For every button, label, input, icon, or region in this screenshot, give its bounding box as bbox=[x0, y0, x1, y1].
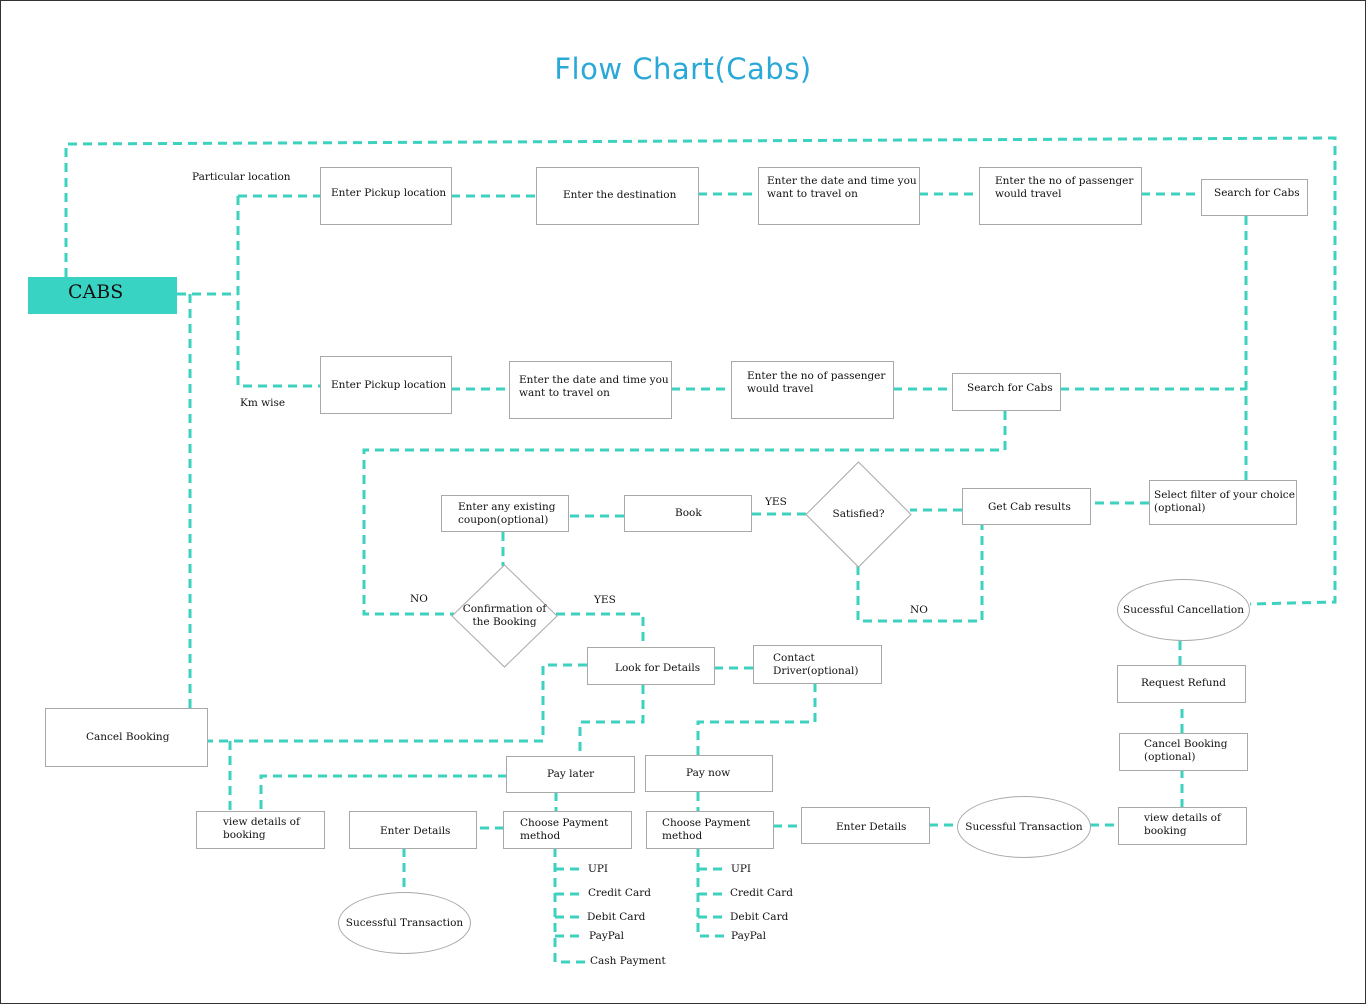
branch-label-km: Km wise bbox=[240, 397, 286, 409]
node-book[interactable]: Book bbox=[624, 495, 752, 532]
edge-label-no: NO bbox=[410, 593, 428, 605]
node-look-for-details[interactable]: Look for Details bbox=[587, 647, 715, 685]
root-node-cabs[interactable]: CABS bbox=[28, 277, 177, 314]
node-text: Get Cab results bbox=[988, 501, 1071, 513]
decision-text: Satisfied? bbox=[832, 507, 885, 520]
node-text: Enter Pickup location bbox=[331, 187, 447, 199]
node-get-cab-results[interactable]: Get Cab results bbox=[962, 488, 1091, 525]
node-row2-search[interactable]: Search for Cabs bbox=[952, 373, 1061, 411]
payment-option-cash[interactable]: Cash Payment bbox=[590, 955, 666, 967]
node-request-refund[interactable]: Request Refund bbox=[1117, 665, 1246, 703]
node-choose-payment-right[interactable]: Choose Payment method bbox=[646, 811, 774, 849]
connector-branch-vertical bbox=[236, 196, 320, 388]
node-text: Enter the destination bbox=[563, 189, 677, 201]
node-text: Enter the date and time you want to trav… bbox=[767, 175, 917, 201]
node-view-details-right[interactable]: view details of booking bbox=[1118, 807, 1247, 845]
decision-confirmation[interactable]: Confirmation of the Booking bbox=[451, 564, 558, 668]
node-coupon[interactable]: Enter any existing coupon(optional) bbox=[441, 495, 569, 532]
node-text: Contact Driver(optional) bbox=[773, 652, 859, 678]
connector-search2-loop bbox=[362, 411, 1007, 616]
connector-left-options bbox=[553, 848, 585, 964]
node-success-cancellation[interactable]: Sucessful Cancellation bbox=[1117, 579, 1250, 641]
node-text: Enter any existing coupon(optional) bbox=[458, 501, 556, 527]
node-enter-details-right[interactable]: Enter Details bbox=[801, 807, 930, 844]
node-text: Look for Details bbox=[615, 662, 701, 674]
node-text: Search for Cabs bbox=[967, 382, 1053, 394]
node-select-filter[interactable]: Select filter of your choice (optional) bbox=[1149, 480, 1297, 525]
node-contact-driver[interactable]: Contact Driver(optional) bbox=[753, 645, 882, 684]
edge-label-yes: YES bbox=[765, 496, 787, 508]
connector-satisfied-no bbox=[856, 525, 984, 623]
node-row2-passengers[interactable]: Enter the no of passenger would travel bbox=[731, 361, 894, 419]
connector-outer-loop bbox=[64, 136, 1337, 606]
node-text: Enter Details bbox=[836, 821, 907, 833]
node-text: Enter Pickup location bbox=[331, 379, 447, 391]
connector-right-options bbox=[696, 848, 728, 938]
connector-look-pay bbox=[578, 685, 645, 757]
payment-option-credit-card[interactable]: Credit Card bbox=[588, 887, 651, 899]
payment-option-upi[interactable]: UPI bbox=[588, 863, 609, 875]
payment-option-credit-card[interactable]: Credit Card bbox=[730, 887, 793, 899]
node-text: Enter the no of passenger would travel bbox=[995, 175, 1134, 201]
node-choose-payment-left[interactable]: Choose Payment method bbox=[503, 811, 632, 849]
node-cancel-booking[interactable]: Cancel Booking bbox=[45, 708, 208, 767]
node-text: Search for Cabs bbox=[1214, 187, 1300, 199]
node-text: Enter the no of passenger would travel bbox=[747, 370, 886, 396]
node-text: Cancel Booking bbox=[86, 731, 170, 743]
node-text: view details of booking bbox=[223, 816, 300, 842]
node-text: Choose Payment method bbox=[520, 817, 609, 843]
node-text: Pay now bbox=[686, 767, 731, 779]
node-row1-destination[interactable]: Enter the destination bbox=[536, 167, 699, 225]
payment-option-paypal[interactable]: PayPal bbox=[589, 930, 624, 942]
connector-confirm-yes bbox=[556, 612, 645, 647]
connector-contact-down bbox=[696, 683, 817, 756]
connector-cancel-cabs bbox=[177, 292, 192, 708]
node-row2-datetime[interactable]: Enter the date and time you want to trav… bbox=[509, 361, 672, 419]
node-row1-datetime[interactable]: Enter the date and time you want to trav… bbox=[758, 167, 920, 225]
node-text: Select filter of your choice (optional) bbox=[1154, 489, 1295, 515]
node-row1-pickup[interactable]: Enter Pickup location bbox=[320, 167, 452, 225]
node-cancel-booking-optional[interactable]: Cancel Booking (optional) bbox=[1119, 733, 1248, 771]
payment-option-paypal[interactable]: PayPal bbox=[731, 930, 766, 942]
node-row1-passengers[interactable]: Enter the no of passenger would travel bbox=[979, 167, 1142, 225]
payment-option-upi[interactable]: UPI bbox=[731, 863, 752, 875]
node-pay-now[interactable]: Pay now bbox=[645, 755, 773, 792]
node-enter-details-left[interactable]: Enter Details bbox=[349, 811, 477, 849]
connector-paylater-view bbox=[259, 774, 507, 812]
payment-option-debit-card[interactable]: Debit Card bbox=[587, 911, 646, 923]
node-text: Enter Details bbox=[380, 825, 451, 837]
node-pay-later[interactable]: Pay later bbox=[506, 756, 635, 793]
decision-text: Confirmation of the Booking bbox=[462, 602, 547, 628]
node-text: Book bbox=[675, 507, 702, 519]
payment-option-debit-card[interactable]: Debit Card bbox=[730, 911, 789, 923]
decision-satisfied[interactable]: Satisfied? bbox=[805, 461, 912, 568]
edge-label-no: NO bbox=[910, 604, 928, 616]
node-text: Request Refund bbox=[1141, 677, 1227, 689]
branch-label-particular: Particular location bbox=[192, 171, 291, 183]
node-view-details-left[interactable]: view details of booking bbox=[196, 811, 325, 849]
page-title: Flow Chart(Cabs) bbox=[554, 52, 812, 86]
node-text: view details of booking bbox=[1144, 812, 1221, 838]
edge-label-yes: YES bbox=[594, 594, 616, 606]
node-text: Choose Payment method bbox=[662, 817, 751, 843]
node-success-transaction-left[interactable]: Sucessful Transaction bbox=[338, 892, 471, 954]
decision-shape bbox=[451, 564, 558, 668]
decision-shape bbox=[805, 461, 912, 568]
connector-look-cancel bbox=[207, 663, 587, 743]
node-text: Enter the date and time you want to trav… bbox=[519, 374, 669, 400]
node-success-transaction-right[interactable]: Sucessful Transaction bbox=[957, 796, 1091, 858]
node-text: Cancel Booking (optional) bbox=[1144, 738, 1228, 764]
node-row2-pickup[interactable]: Enter Pickup location bbox=[320, 356, 452, 414]
node-row1-search[interactable]: Search for Cabs bbox=[1201, 179, 1308, 216]
node-text: Pay later bbox=[547, 768, 595, 780]
